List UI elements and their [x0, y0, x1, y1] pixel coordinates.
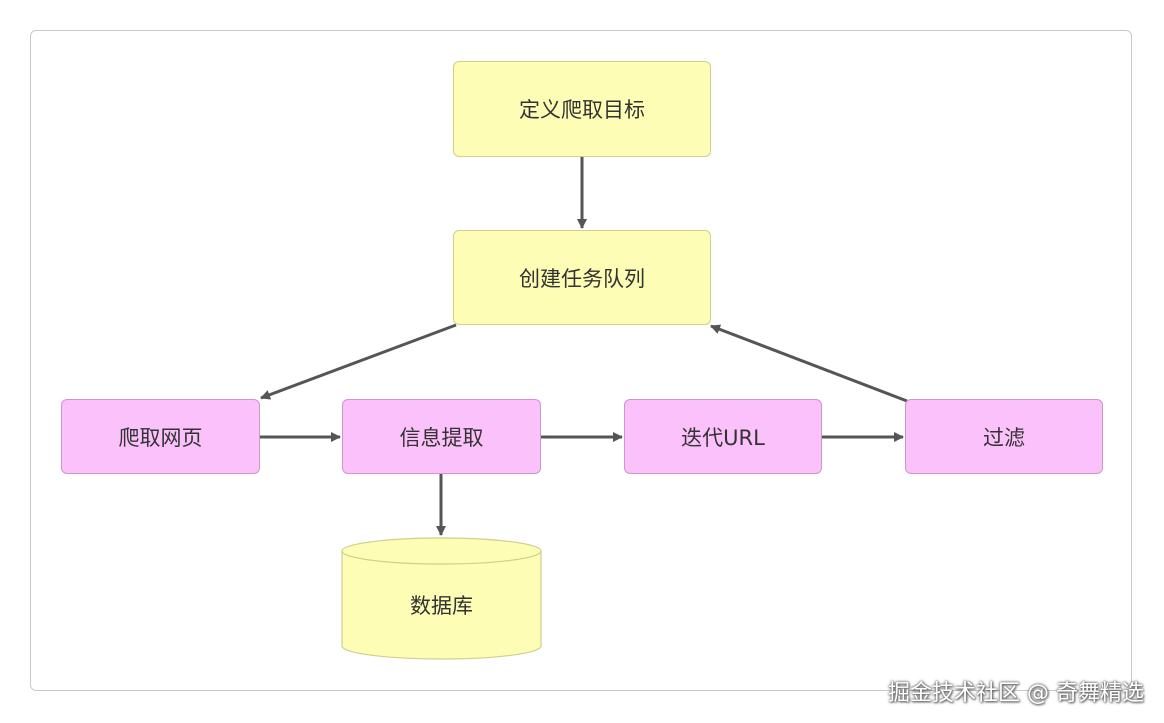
database-cylinder — [341, 537, 542, 660]
node-database: 数据库 — [342, 575, 541, 635]
node-create-queue: 创建任务队列 — [453, 230, 711, 325]
node-extract-info-label: 信息提取 — [399, 425, 484, 450]
watermark: 掘金技术社区 @ 奇舞精选 — [888, 681, 1144, 706]
node-filter-label: 过滤 — [983, 425, 1025, 450]
node-iterate-url-label: 迭代URL — [681, 425, 765, 450]
node-filter: 过滤 — [905, 399, 1103, 474]
node-extract-info: 信息提取 — [342, 399, 541, 474]
node-crawl-page: 爬取网页 — [61, 399, 260, 474]
node-database-label: 数据库 — [410, 594, 473, 618]
node-define-target-label: 定义爬取目标 — [519, 98, 645, 122]
edge-queue-to-crawl — [260, 323, 457, 400]
edge-filter-to-queue — [710, 324, 908, 403]
node-define-target: 定义爬取目标 — [453, 61, 711, 157]
node-create-queue-label: 创建任务队列 — [519, 266, 645, 291]
node-iterate-url: 迭代URL — [624, 399, 822, 474]
node-crawl-page-label: 爬取网页 — [118, 425, 203, 450]
